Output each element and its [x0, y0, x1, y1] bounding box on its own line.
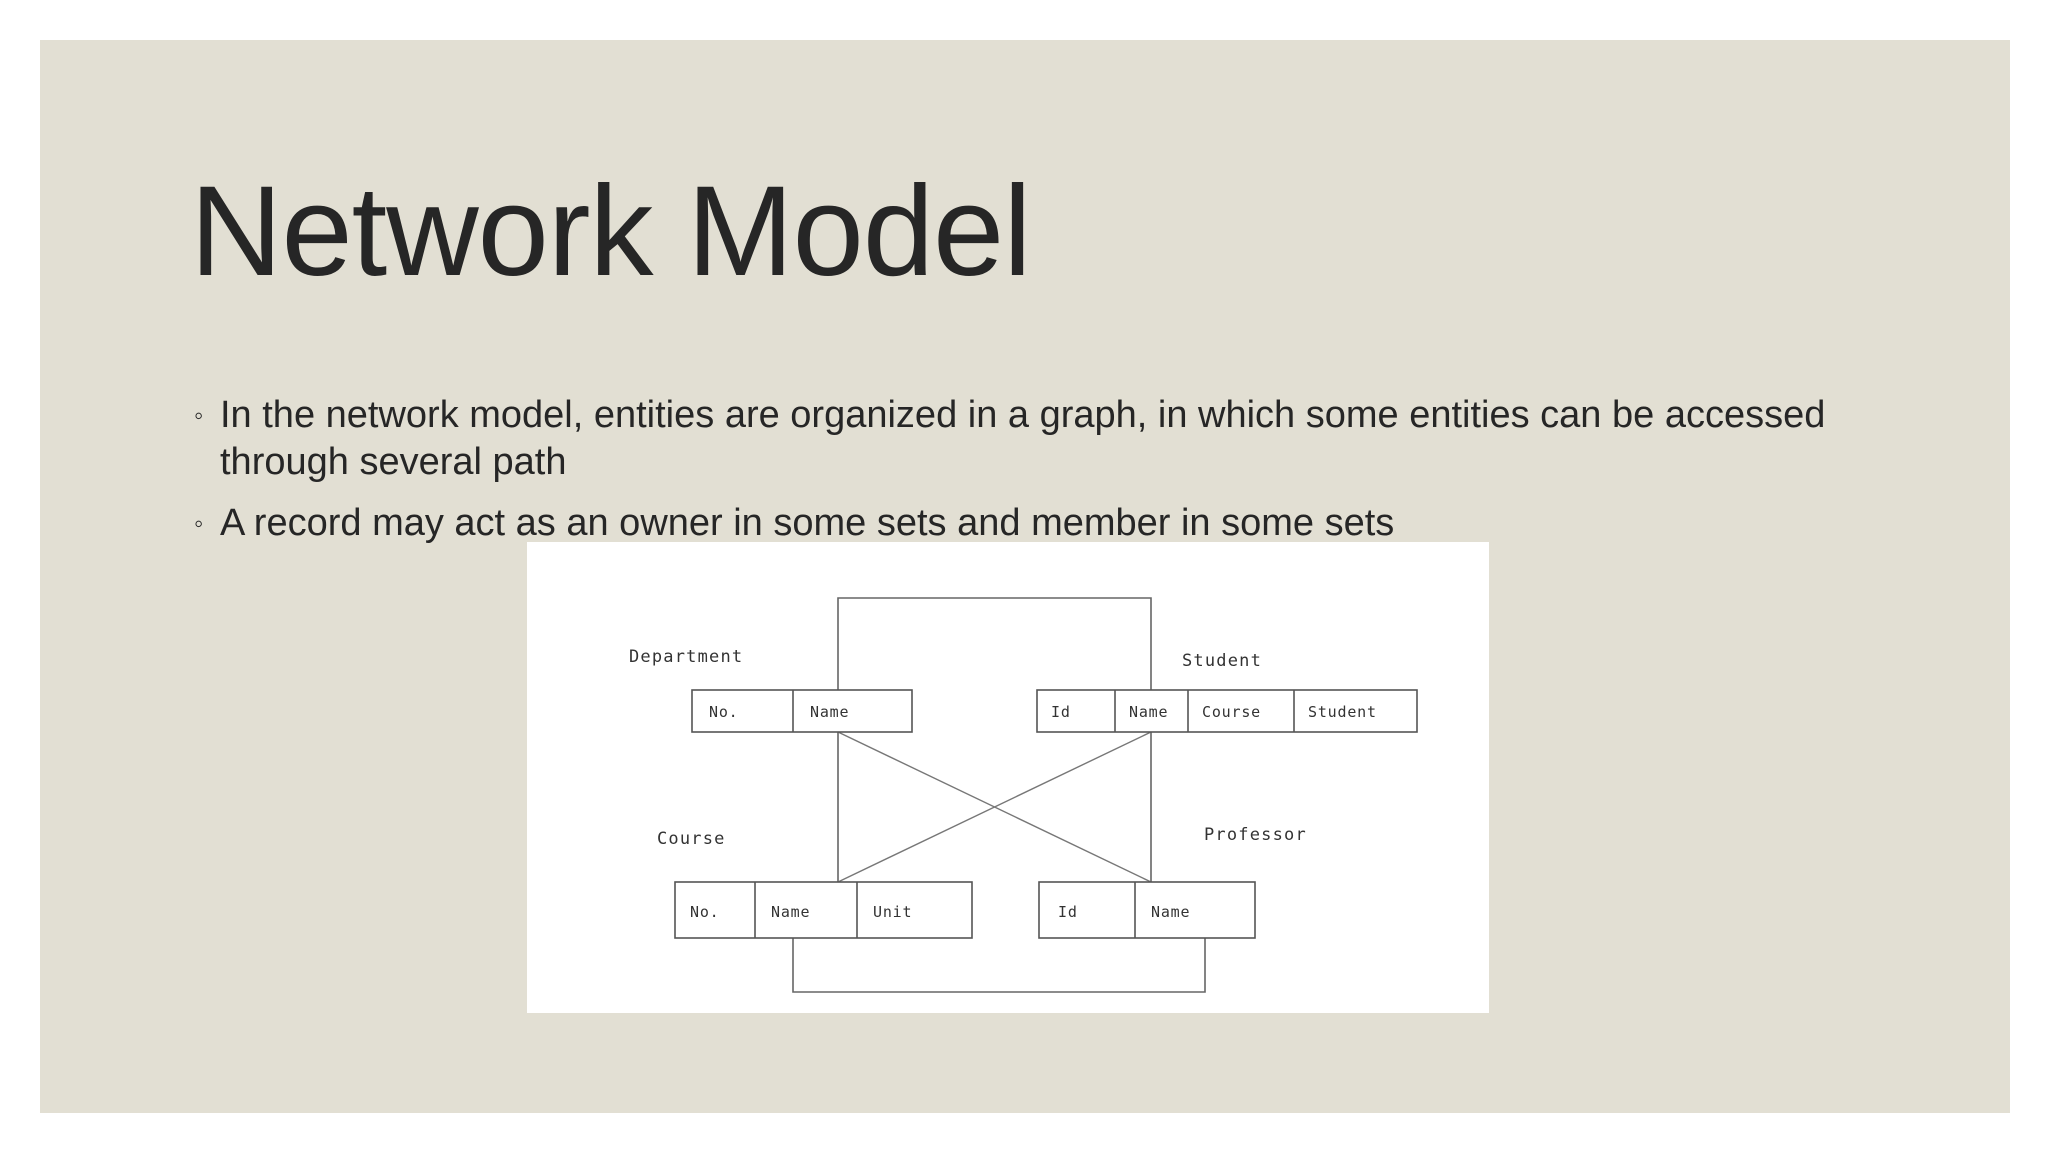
- bullet-marker-icon: ◦: [194, 400, 204, 430]
- entity-box-professor: Id Name: [1038, 881, 1256, 939]
- field-student-student: Student: [1308, 703, 1377, 721]
- connector-course-professor: [792, 938, 1206, 993]
- bullet-marker-icon: ◦: [194, 508, 204, 538]
- entity-box-department: No. Name: [691, 689, 913, 733]
- connector-student-course: [837, 731, 1152, 883]
- field-student-course: Course: [1202, 703, 1261, 721]
- field-department-name: Name: [810, 703, 849, 721]
- page-title: Network Model: [190, 160, 1032, 303]
- field-course-no: No.: [690, 903, 720, 921]
- entity-label-department: Department: [629, 647, 743, 667]
- field-professor-name: Name: [1151, 903, 1190, 921]
- entity-box-student: Id Name Course Student: [1036, 689, 1418, 733]
- entity-box-course: No. Name Unit: [674, 881, 973, 939]
- field-course-name: Name: [771, 903, 810, 921]
- list-item: ◦ A record may act as an owner in some s…: [190, 500, 1850, 547]
- network-model-diagram: Department No. Name Student Id Name Cour…: [527, 542, 1489, 1013]
- slide-canvas: Network Model ◦ In the network model, en…: [40, 40, 2010, 1113]
- field-student-name: Name: [1129, 703, 1168, 721]
- entity-label-professor: Professor: [1204, 825, 1307, 845]
- bullet-text: A record may act as an owner in some set…: [220, 502, 1395, 544]
- bullet-list: ◦ In the network model, entities are org…: [190, 392, 1850, 561]
- entity-label-course: Course: [657, 829, 726, 849]
- bullet-text: In the network model, entities are organ…: [220, 394, 1826, 483]
- field-course-unit: Unit: [873, 903, 912, 921]
- field-department-no: No.: [709, 703, 739, 721]
- entity-label-student: Student: [1182, 651, 1262, 671]
- field-professor-id: Id: [1058, 903, 1078, 921]
- list-item: ◦ In the network model, entities are org…: [190, 392, 1850, 486]
- field-student-id: Id: [1051, 703, 1071, 721]
- connector-department-student: [837, 597, 1152, 690]
